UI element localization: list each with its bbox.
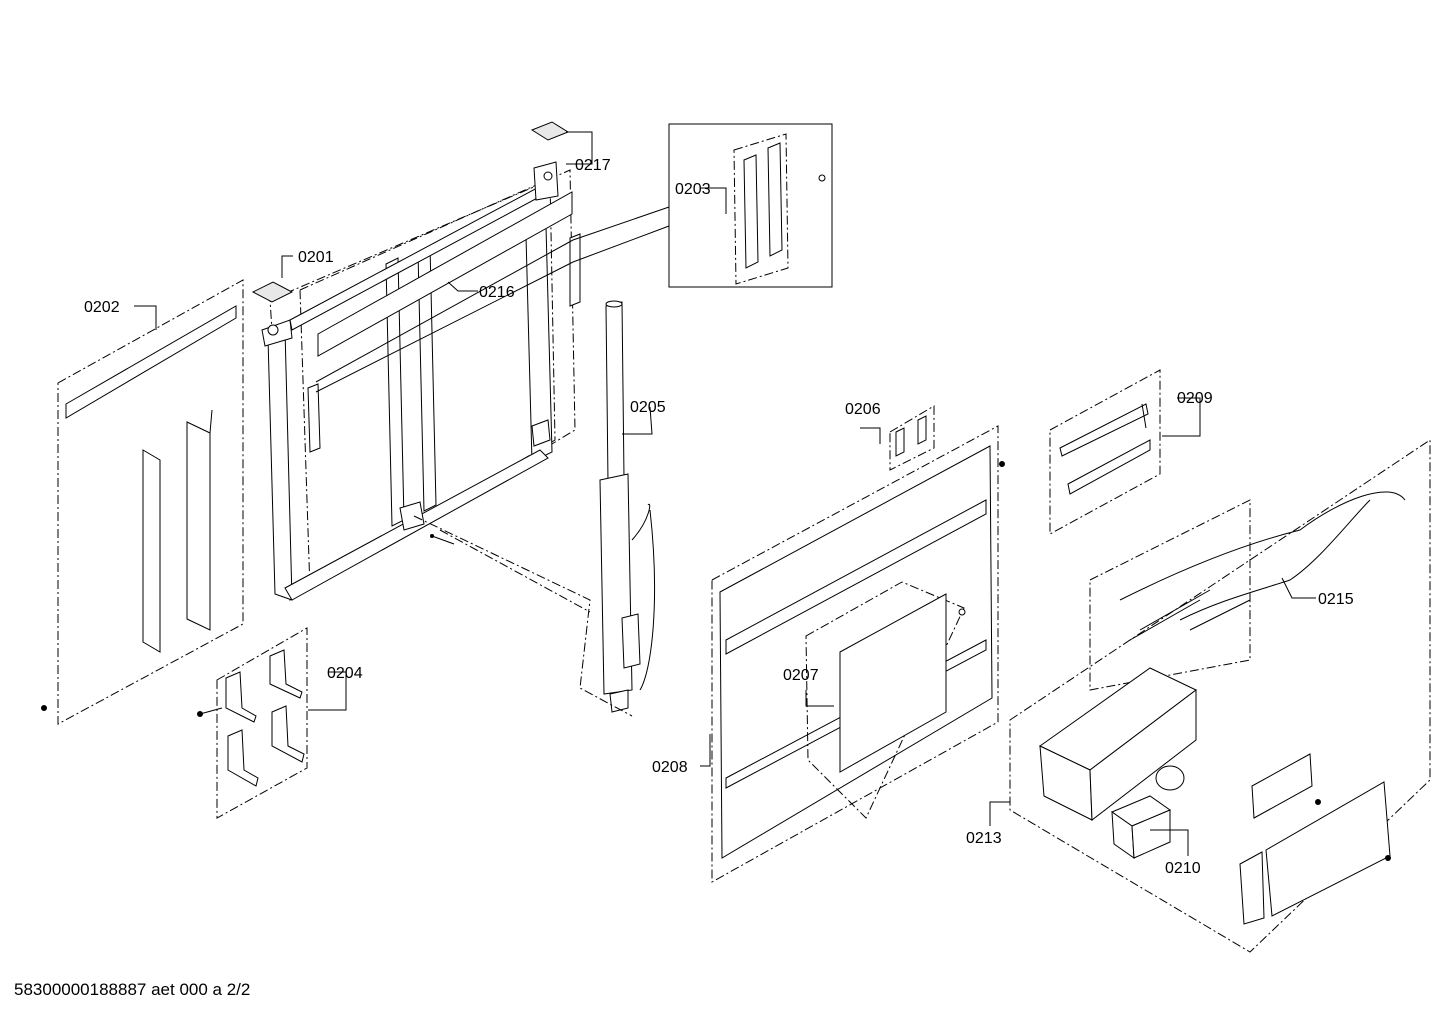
electronics-group	[1009, 439, 1431, 953]
document-id: 58300000188887 aet 000 a 2/2	[14, 980, 251, 999]
callout-0207: 0207	[783, 667, 819, 684]
bracket-group-0204	[197, 627, 308, 819]
callout-0203: 0203	[675, 181, 711, 198]
callout-0213: 0213	[966, 830, 1002, 847]
callout-0209: 0209	[1177, 390, 1213, 407]
panel-0208	[711, 405, 1005, 883]
callout-0210: 0210	[1165, 860, 1201, 877]
callout-0202: 0202	[84, 299, 120, 316]
actuator-0205	[413, 300, 655, 717]
callout-labels: 0201 0202 0203 0204 0205 0206 0207 0208 …	[84, 157, 1354, 877]
callout-0206: 0206	[845, 401, 881, 418]
callout-0216: 0216	[479, 284, 515, 301]
callout-0204: 0204	[327, 665, 363, 682]
callout-0217: 0217	[575, 157, 611, 174]
rails-0209	[1049, 369, 1161, 535]
detail-box-0203	[315, 123, 833, 393]
leader-lines	[134, 131, 1316, 856]
callout-0208: 0208	[652, 759, 688, 776]
callout-0205: 0205	[630, 399, 666, 416]
callout-0215: 0215	[1318, 591, 1354, 608]
callout-0201: 0201	[298, 249, 334, 266]
frame-assembly	[41, 121, 581, 725]
